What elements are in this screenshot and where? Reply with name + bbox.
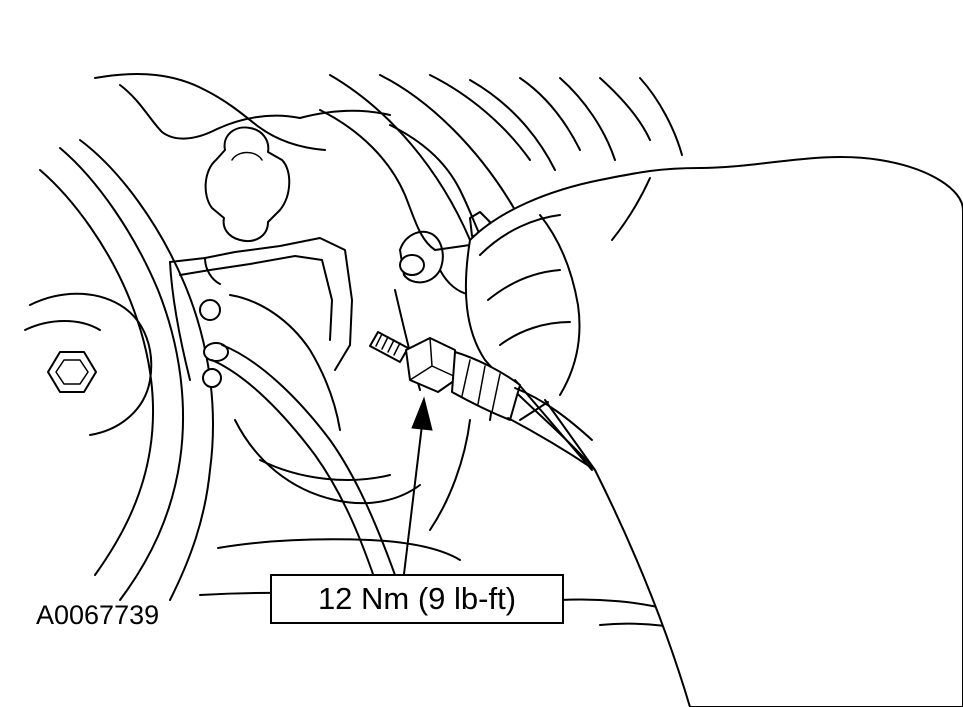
technician-hand [464,155,963,707]
knock-sensor [369,331,593,469]
timing-cover [169,237,421,505]
torque-callout: 12 Nm (9 lb-ft) [270,574,564,624]
engine-block-outline [39,73,691,631]
upper-boss [204,126,291,242]
callout-leader [403,396,433,575]
crank-pulley [24,292,153,436]
coolant-hose [203,342,396,581]
figure-id-label: A0067739 [36,600,160,630]
